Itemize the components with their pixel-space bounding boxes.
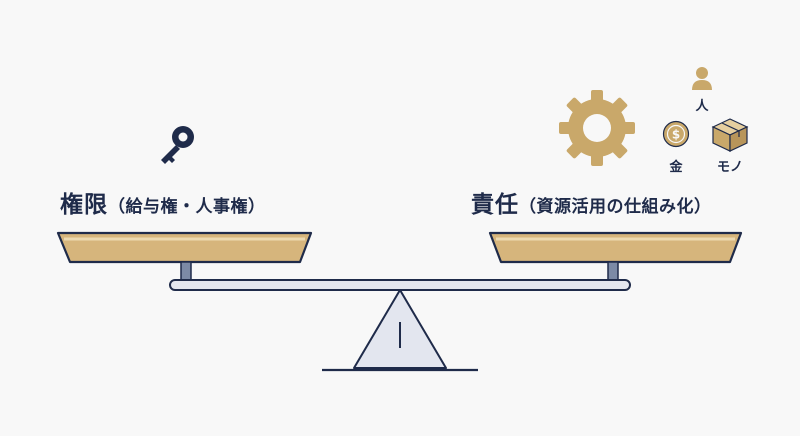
responsibility-detail: （資源活用の仕組み化）	[519, 197, 712, 217]
left-pan	[56, 231, 313, 282]
authority-title: 権限	[60, 192, 108, 218]
responsibility-label: 責任（資源活用の仕組み化）	[471, 185, 712, 219]
right-pan	[488, 231, 743, 282]
resource-money-label: 金	[669, 160, 683, 175]
balance-beam	[169, 279, 631, 291]
fulcrum	[322, 289, 478, 372]
gear-icon	[559, 90, 635, 166]
box-icon	[711, 118, 749, 152]
responsibility-title: 責任	[471, 192, 519, 218]
person-icon	[692, 67, 712, 90]
resource-person-label: 人	[695, 99, 709, 114]
key-icon	[161, 126, 194, 164]
svg-text:$: $	[672, 128, 680, 142]
authority-detail: （給与権・人事権）	[108, 197, 266, 217]
authority-label: 権限（給与権・人事権）	[60, 185, 266, 219]
coin-icon: $	[662, 120, 690, 148]
resource-goods-label: モノ	[716, 160, 743, 175]
